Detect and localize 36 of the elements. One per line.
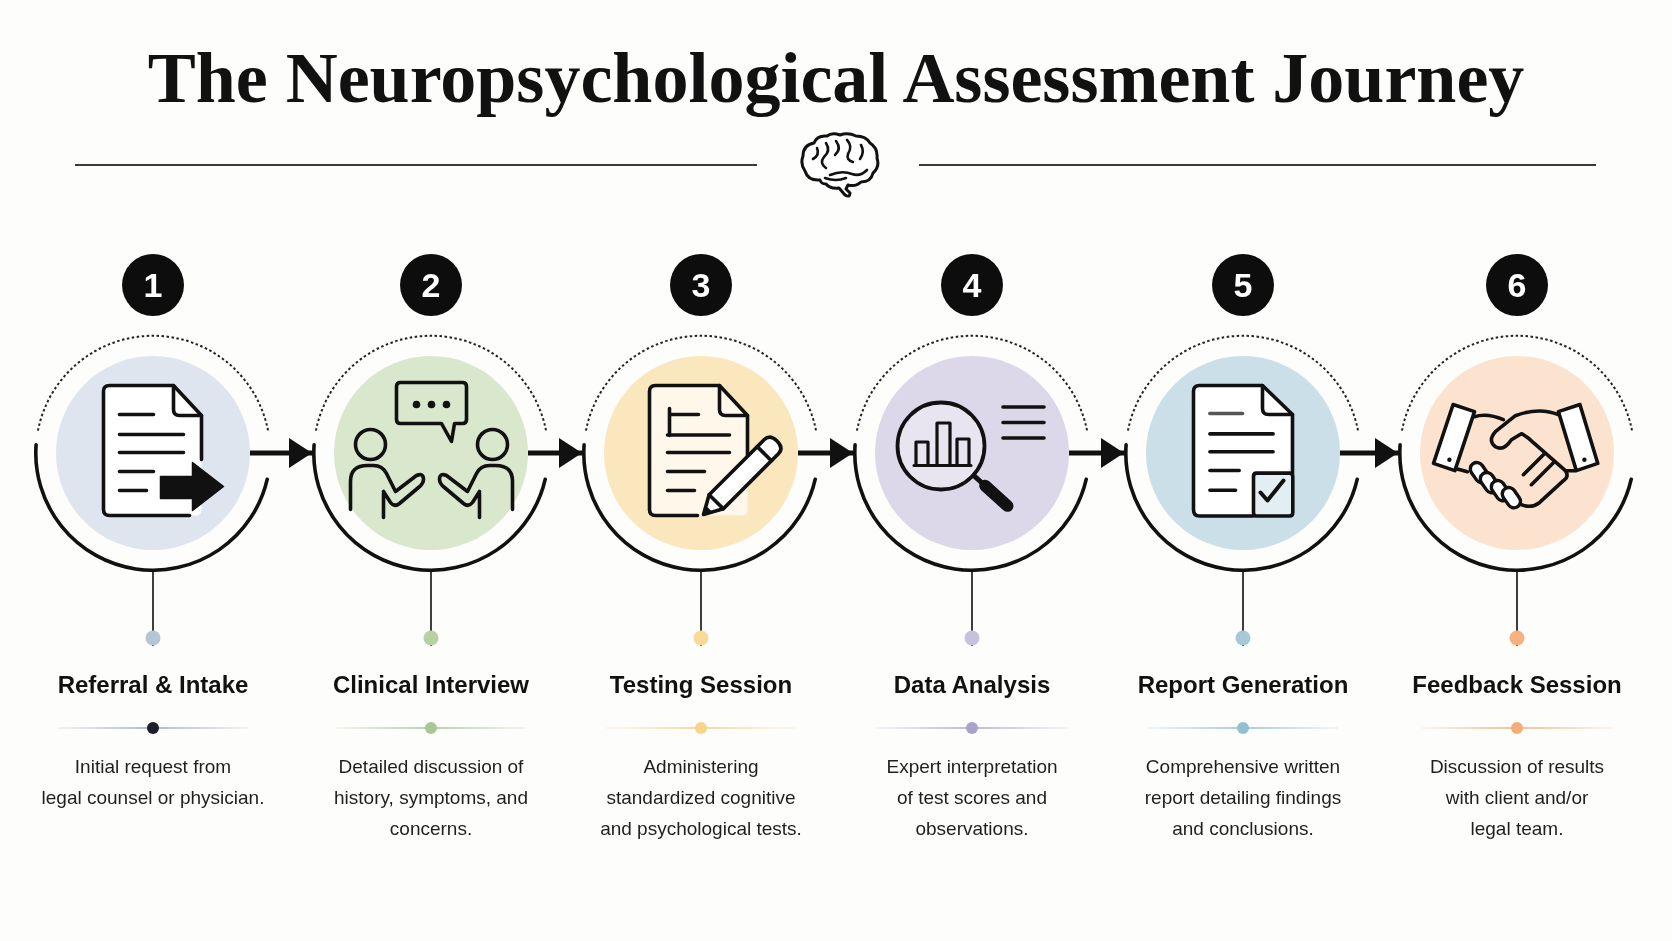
- step-title: Referral & Intake: [57, 671, 249, 699]
- step-circle: [34, 334, 272, 572]
- leader-line: [145, 571, 161, 647]
- arrow: [1340, 438, 1398, 468]
- step-description: Administering standardized cognitive and psychological tests.: [600, 755, 802, 841]
- step-description: Initial request from legal counsel or physician.: [41, 755, 265, 810]
- step-number: 6: [1486, 254, 1548, 316]
- title: The Neuropsychological Assessment Journey: [147, 37, 1525, 120]
- step-number: 4: [941, 254, 1003, 316]
- step-title: Data Analysis: [893, 671, 1051, 699]
- step-number: 2: [400, 254, 462, 316]
- step-description: Detailed discussion of history, symptoms, and concerns.: [334, 755, 528, 841]
- step-number: 5: [1212, 254, 1274, 316]
- step-title: Testing Session: [609, 671, 793, 699]
- step-title: Feedback Session: [1412, 671, 1622, 699]
- leader-line: [1509, 571, 1525, 647]
- arrow: [798, 438, 853, 468]
- leader-line: [964, 571, 980, 647]
- step-circle: [1124, 334, 1362, 572]
- leader-line: [1235, 571, 1251, 647]
- arrow: [250, 438, 312, 468]
- step-circle: [312, 334, 550, 572]
- step-title: Clinical Interview: [332, 671, 530, 699]
- step-number: 3: [670, 254, 732, 316]
- step-circle: [1398, 334, 1636, 572]
- step-title: Report Generation: [1137, 671, 1349, 699]
- step-description: Discussion of results with client and/or legal team.: [1429, 755, 1605, 841]
- arrow: [1069, 438, 1124, 468]
- leader-line: [423, 571, 439, 647]
- step-description: Expert interpretation of test scores and observations.: [886, 755, 1058, 841]
- step-circle: [853, 334, 1091, 572]
- leader-line: [693, 571, 709, 647]
- step-number: 1: [122, 254, 184, 316]
- step-description: Comprehensive written report detailing findings and conclusions.: [1144, 755, 1342, 841]
- arrow: [528, 438, 582, 468]
- step-circle: [582, 334, 820, 572]
